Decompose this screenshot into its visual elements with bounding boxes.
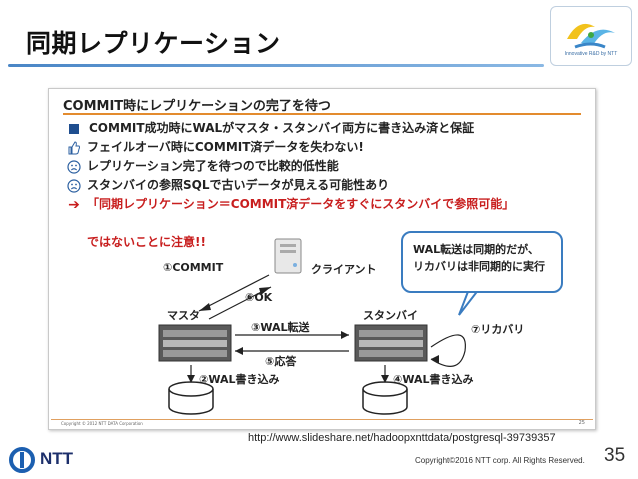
slide-page-number: 25	[578, 420, 585, 426]
warning-note: ではないことに注意!!	[87, 235, 206, 249]
bullet-item: レプリケーション完了を待つので比較的低性能	[67, 157, 514, 176]
source-link[interactable]: http://www.slideshare.net/hadoopxnttdata…	[248, 432, 556, 444]
page-number: 35	[604, 445, 626, 466]
callout-bubble: WAL転送は同期的だが、 リカバリは非同期的に実行	[401, 231, 563, 293]
innovative-logo-icon	[567, 23, 615, 49]
bullet-item: フェイルオーバ時にCOMMIT済データを失わない!	[67, 138, 514, 157]
bullet-item: ➔ 「同期レプリケーション＝COMMIT済データをすぐにスタンバイで参照可能」	[68, 196, 515, 213]
step-recovery-label: ⑦リカバリ	[471, 323, 525, 336]
slide-footer-rule	[51, 419, 593, 420]
replication-diagram	[158, 238, 482, 415]
standby-label: スタンバイ	[363, 309, 418, 322]
commit-arrow	[198, 274, 270, 312]
embedded-slide: COMMIT時にレプリケーションの完了を待つ COMMIT成功時にWALがマスタ…	[48, 88, 596, 430]
master-server-icon	[158, 324, 232, 362]
step-standby-write-label: ④WAL書き込み	[393, 373, 474, 386]
client-label: クライアント	[311, 263, 377, 276]
step-ok-label: ⑥OK	[245, 291, 273, 304]
footer-copyright: Copyright©2016 NTT corp. All Rights Rese…	[415, 456, 585, 465]
bullet-item: COMMIT成功時にWALがマスタ・スタンバイ両方に書き込み済と保証	[67, 119, 514, 138]
logo-tagline: Innovative R&D by NTT	[564, 51, 618, 57]
step-commit-label: ①COMMIT	[163, 261, 224, 274]
callout-line: リカバリは非同期的に実行	[413, 260, 545, 273]
slide-title-rule	[63, 113, 581, 115]
thumbs-up-icon	[67, 140, 81, 155]
recovery-loop-arrow	[430, 334, 466, 367]
step-wal-transfer-label: ③WAL転送	[251, 321, 310, 334]
page-title: 同期レプリケーション	[26, 29, 281, 58]
step-response-label: ⑤応答	[265, 355, 297, 368]
logo: Innovative R&D by NTT	[550, 6, 632, 66]
step-master-write-label: ②WAL書き込み	[199, 373, 280, 386]
ntt-brand: NTT	[40, 449, 74, 468]
red-arrow-icon: ➔	[68, 196, 80, 213]
slide-title: COMMIT時にレプリケーションの完了を待つ	[63, 99, 331, 114]
callout-line: WAL転送は同期的だが、	[413, 243, 539, 256]
standby-database-icon	[362, 381, 408, 415]
master-label: マスタ	[167, 309, 200, 322]
title-underline	[8, 64, 544, 67]
slide-copyright: Copyright © 2012 NTT DATA Corporation	[61, 421, 143, 426]
standby-server-icon	[354, 324, 428, 362]
blue-square-icon	[69, 123, 79, 134]
client-computer-icon	[274, 238, 302, 274]
master-database-icon	[168, 381, 214, 415]
sad-face-icon	[67, 178, 81, 193]
bullet-item: スタンバイの参照SQLで古いデータが見える可能性あり	[67, 176, 514, 195]
sad-face-icon	[67, 159, 81, 174]
ntt-logo-icon	[9, 447, 35, 473]
bullet-list: COMMIT成功時にWALがマスタ・スタンバイ両方に書き込み済と保証 フェイルオ…	[67, 119, 514, 214]
